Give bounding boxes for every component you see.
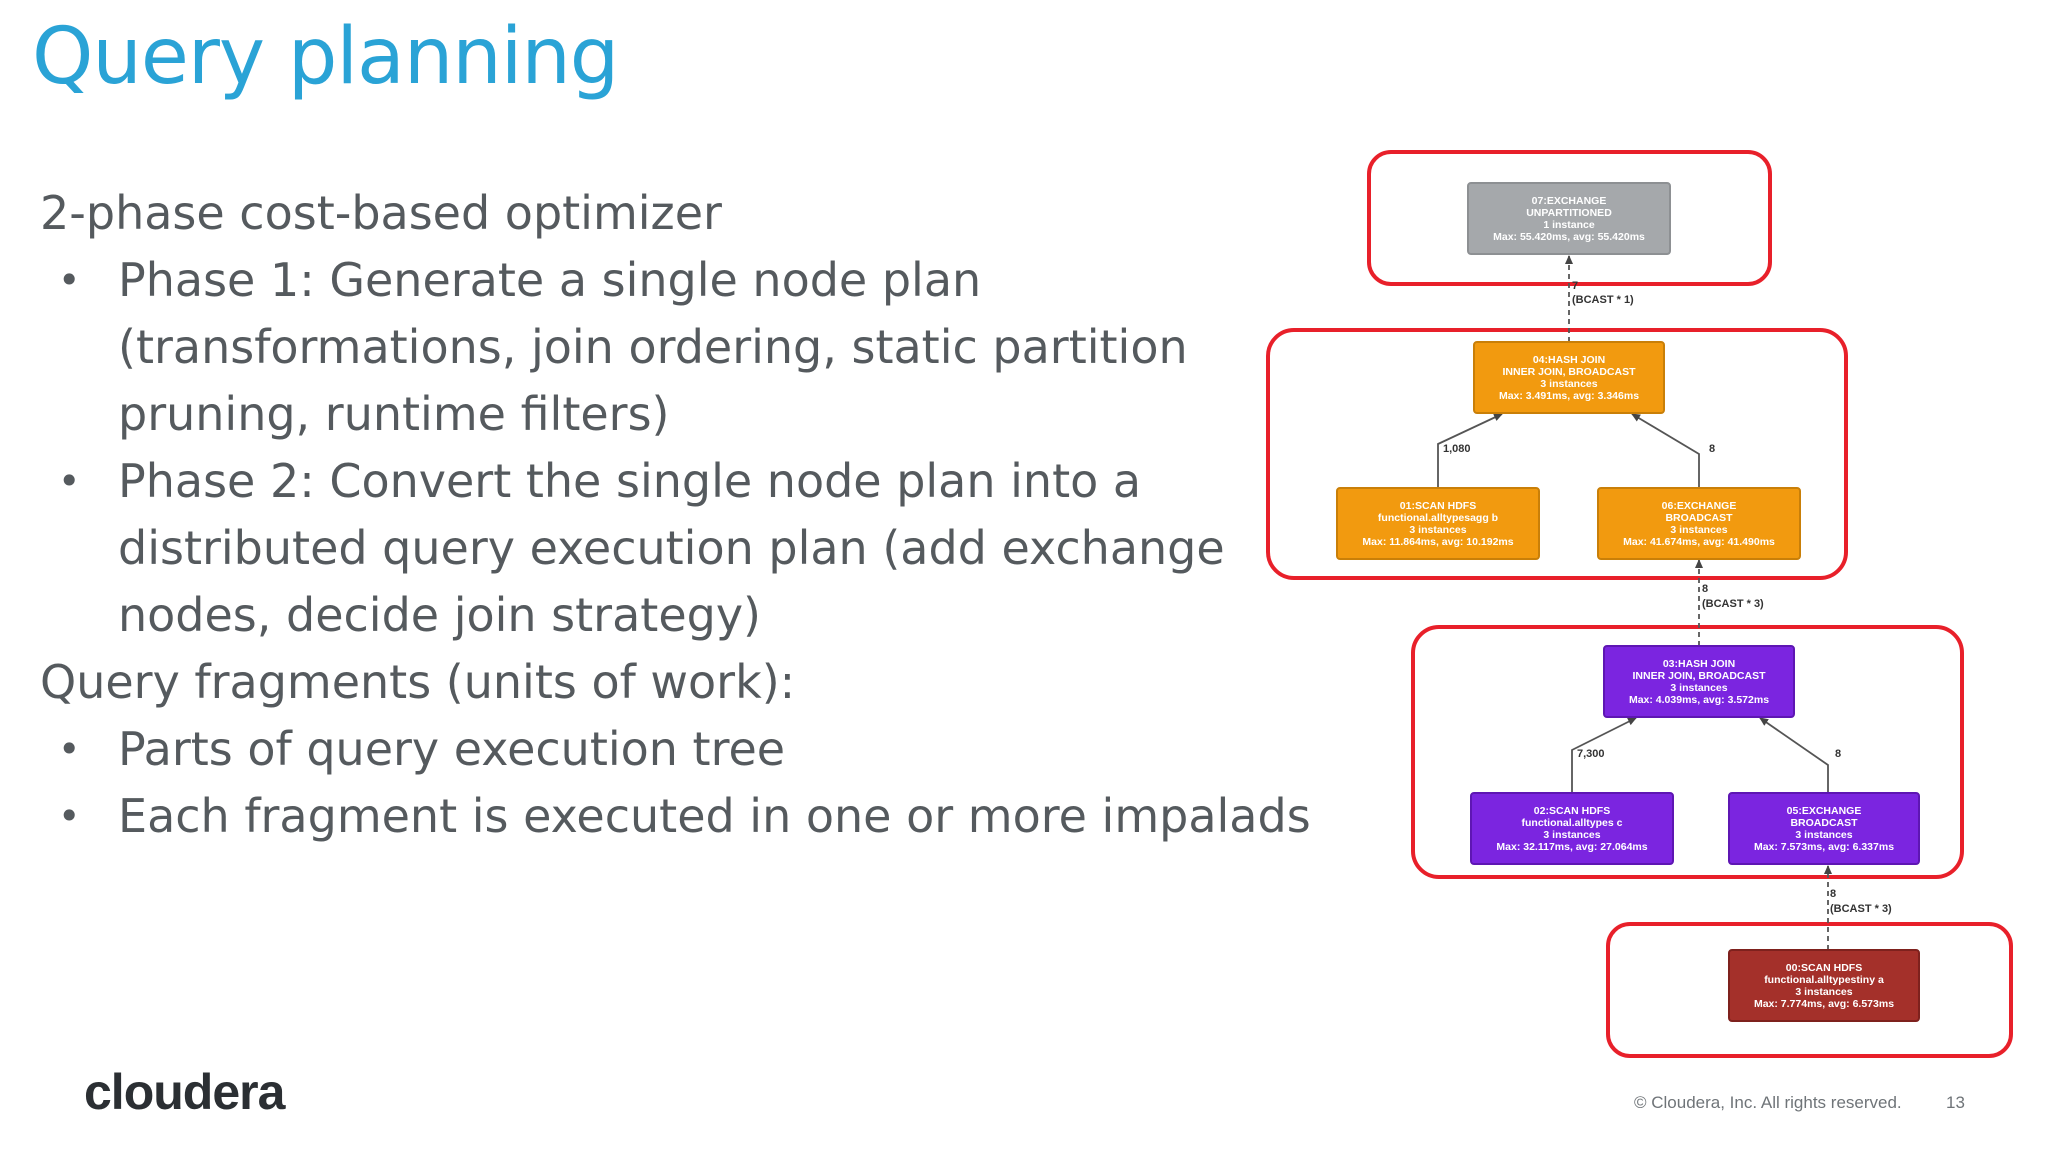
node-02-line-2: functional.alltypes c (1522, 817, 1623, 829)
edge-label-02-03: 7,300 (1577, 748, 1605, 760)
edge-label-06-04: 8 (1709, 443, 1715, 455)
bullet-dot: • (58, 258, 81, 302)
edge-label-05-03: 8 (1835, 748, 1841, 760)
bullet-phase1-line3: pruning, runtime filters) (118, 387, 670, 441)
node-04-line-4: Max: 3.491ms, avg: 3.346ms (1499, 390, 1639, 402)
node-05-line-1: 05:EXCHANGE (1787, 805, 1862, 817)
bullet-frag1-text: Parts of query execution tree (118, 722, 786, 776)
plan-node-05-exchange: 05:EXCHANGE BROADCAST 3 instances Max: 7… (1728, 792, 1920, 865)
bullet-phase1: • Phase 1: Generate a single node plan (… (40, 247, 1290, 448)
node-06-line-2: BROADCAST (1665, 512, 1733, 524)
node-05-line-2: BROADCAST (1790, 817, 1858, 829)
heading-fragments: Query fragments (units of work): (40, 655, 796, 709)
node-03-line-2: INNER JOIN, BROADCAST (1632, 670, 1766, 682)
bullet-frag1: • Parts of query execution tree (40, 716, 1290, 783)
node-07-line-4: Max: 55.420ms, avg: 55.420ms (1493, 231, 1645, 243)
fragment-outline-join-03 (1411, 625, 1964, 879)
bullet-dot: • (58, 794, 81, 838)
edge-05-to-03 (1759, 717, 1829, 793)
edge-label-04-07: (BCAST * 1) (1572, 294, 1634, 306)
node-01-line-3: 3 instances (1409, 524, 1466, 536)
heading-optimizer: 2-phase cost-based optimizer (40, 186, 722, 240)
bullet-frag2-text: Each fragment is executed in one or more… (118, 789, 1311, 843)
plan-node-03-hash-join: 03:HASH JOIN INNER JOIN, BROADCAST 3 ins… (1603, 645, 1795, 718)
slide-body: 2-phase cost-based optimizer • Phase 1: … (40, 180, 1311, 850)
fragment-outline-join-04 (1266, 328, 1848, 580)
bullet-frag2: • Each fragment is executed in one or mo… (40, 783, 1311, 850)
fragment-outline-scan-00 (1606, 922, 2013, 1058)
node-00-line-2: functional.alltypestiny a (1764, 974, 1884, 986)
edge-label-03-06-count: 8 (1702, 583, 1708, 595)
bullet-phase2-line2: distributed query execution plan (add ex… (118, 521, 1225, 575)
edge-label-03-06: (BCAST * 3) (1702, 598, 1764, 610)
edge-label-04-07-count: 7 (1572, 280, 1578, 292)
slide-title: Query planning (32, 12, 619, 102)
node-04-line-3: 3 instances (1540, 378, 1597, 390)
node-05-line-4: Max: 7.573ms, avg: 6.337ms (1754, 841, 1894, 853)
node-01-line-4: Max: 11.864ms, avg: 10.192ms (1362, 536, 1513, 548)
edge-label-00-05: (BCAST * 3) (1830, 903, 1892, 915)
node-07-line-3: 1 instance (1543, 219, 1595, 231)
edge-02-to-03 (1571, 717, 1637, 793)
node-03-line-4: Max: 4.039ms, avg: 3.572ms (1629, 694, 1769, 706)
plan-node-01-scan: 01:SCAN HDFS functional.alltypesagg b 3 … (1336, 487, 1540, 560)
node-06-line-3: 3 instances (1670, 524, 1727, 536)
cloudera-logo: cloudera (84, 1064, 285, 1120)
node-03-line-3: 3 instances (1670, 682, 1727, 694)
bullet-phase1-line2: (transformations, join ordering, static … (118, 320, 1188, 374)
node-03-line-1: 03:HASH JOIN (1663, 658, 1735, 670)
page-number: 13 (1946, 1093, 1965, 1112)
edge-label-00-05-count: 8 (1830, 888, 1836, 900)
bullet-dot: • (58, 459, 81, 503)
plan-node-04-hash-join: 04:HASH JOIN INNER JOIN, BROADCAST 3 ins… (1473, 341, 1665, 414)
node-07-line-2: UNPARTITIONED (1526, 207, 1612, 219)
edge-06-to-04 (1631, 413, 1700, 488)
node-02-line-3: 3 instances (1543, 829, 1600, 841)
node-06-line-4: Max: 41.674ms, avg: 41.490ms (1623, 536, 1775, 548)
node-01-line-2: functional.alltypesagg b (1378, 512, 1498, 524)
copyright-notice: © Cloudera, Inc. All rights reserved. (1634, 1093, 1902, 1112)
node-04-line-1: 04:HASH JOIN (1533, 354, 1605, 366)
bullet-phase2: • Phase 2: Convert the single node plan … (40, 448, 1290, 649)
bullet-phase2-line1: Phase 2: Convert the single node plan in… (118, 454, 1142, 508)
node-06-line-1: 06:EXCHANGE (1662, 500, 1737, 512)
node-04-line-2: INNER JOIN, BROADCAST (1502, 366, 1636, 378)
bullet-dot: • (58, 727, 81, 771)
plan-node-02-scan: 02:SCAN HDFS functional.alltypes c 3 ins… (1470, 792, 1674, 865)
plan-node-07-exchange: 07:EXCHANGE UNPARTITIONED 1 instance Max… (1467, 182, 1671, 255)
bullet-phase2-line3: nodes, decide join strategy) (118, 588, 761, 642)
bullet-phase1-line1: Phase 1: Generate a single node plan (118, 253, 982, 307)
node-02-line-4: Max: 32.117ms, avg: 27.064ms (1496, 841, 1647, 853)
plan-node-06-exchange: 06:EXCHANGE BROADCAST 3 instances Max: 4… (1597, 487, 1801, 560)
node-02-line-1: 02:SCAN HDFS (1534, 805, 1610, 817)
node-00-line-3: 3 instances (1795, 986, 1852, 998)
node-01-line-1: 01:SCAN HDFS (1400, 500, 1476, 512)
node-00-line-4: Max: 7.774ms, avg: 6.573ms (1754, 998, 1894, 1010)
plan-node-00-scan: 00:SCAN HDFS functional.alltypestiny a 3… (1728, 949, 1920, 1022)
node-05-line-3: 3 instances (1795, 829, 1852, 841)
node-00-line-1: 00:SCAN HDFS (1786, 962, 1862, 974)
node-07-line-1: 07:EXCHANGE (1532, 195, 1607, 207)
edge-01-to-04 (1437, 413, 1503, 488)
edge-label-01-04: 1,080 (1443, 443, 1471, 455)
